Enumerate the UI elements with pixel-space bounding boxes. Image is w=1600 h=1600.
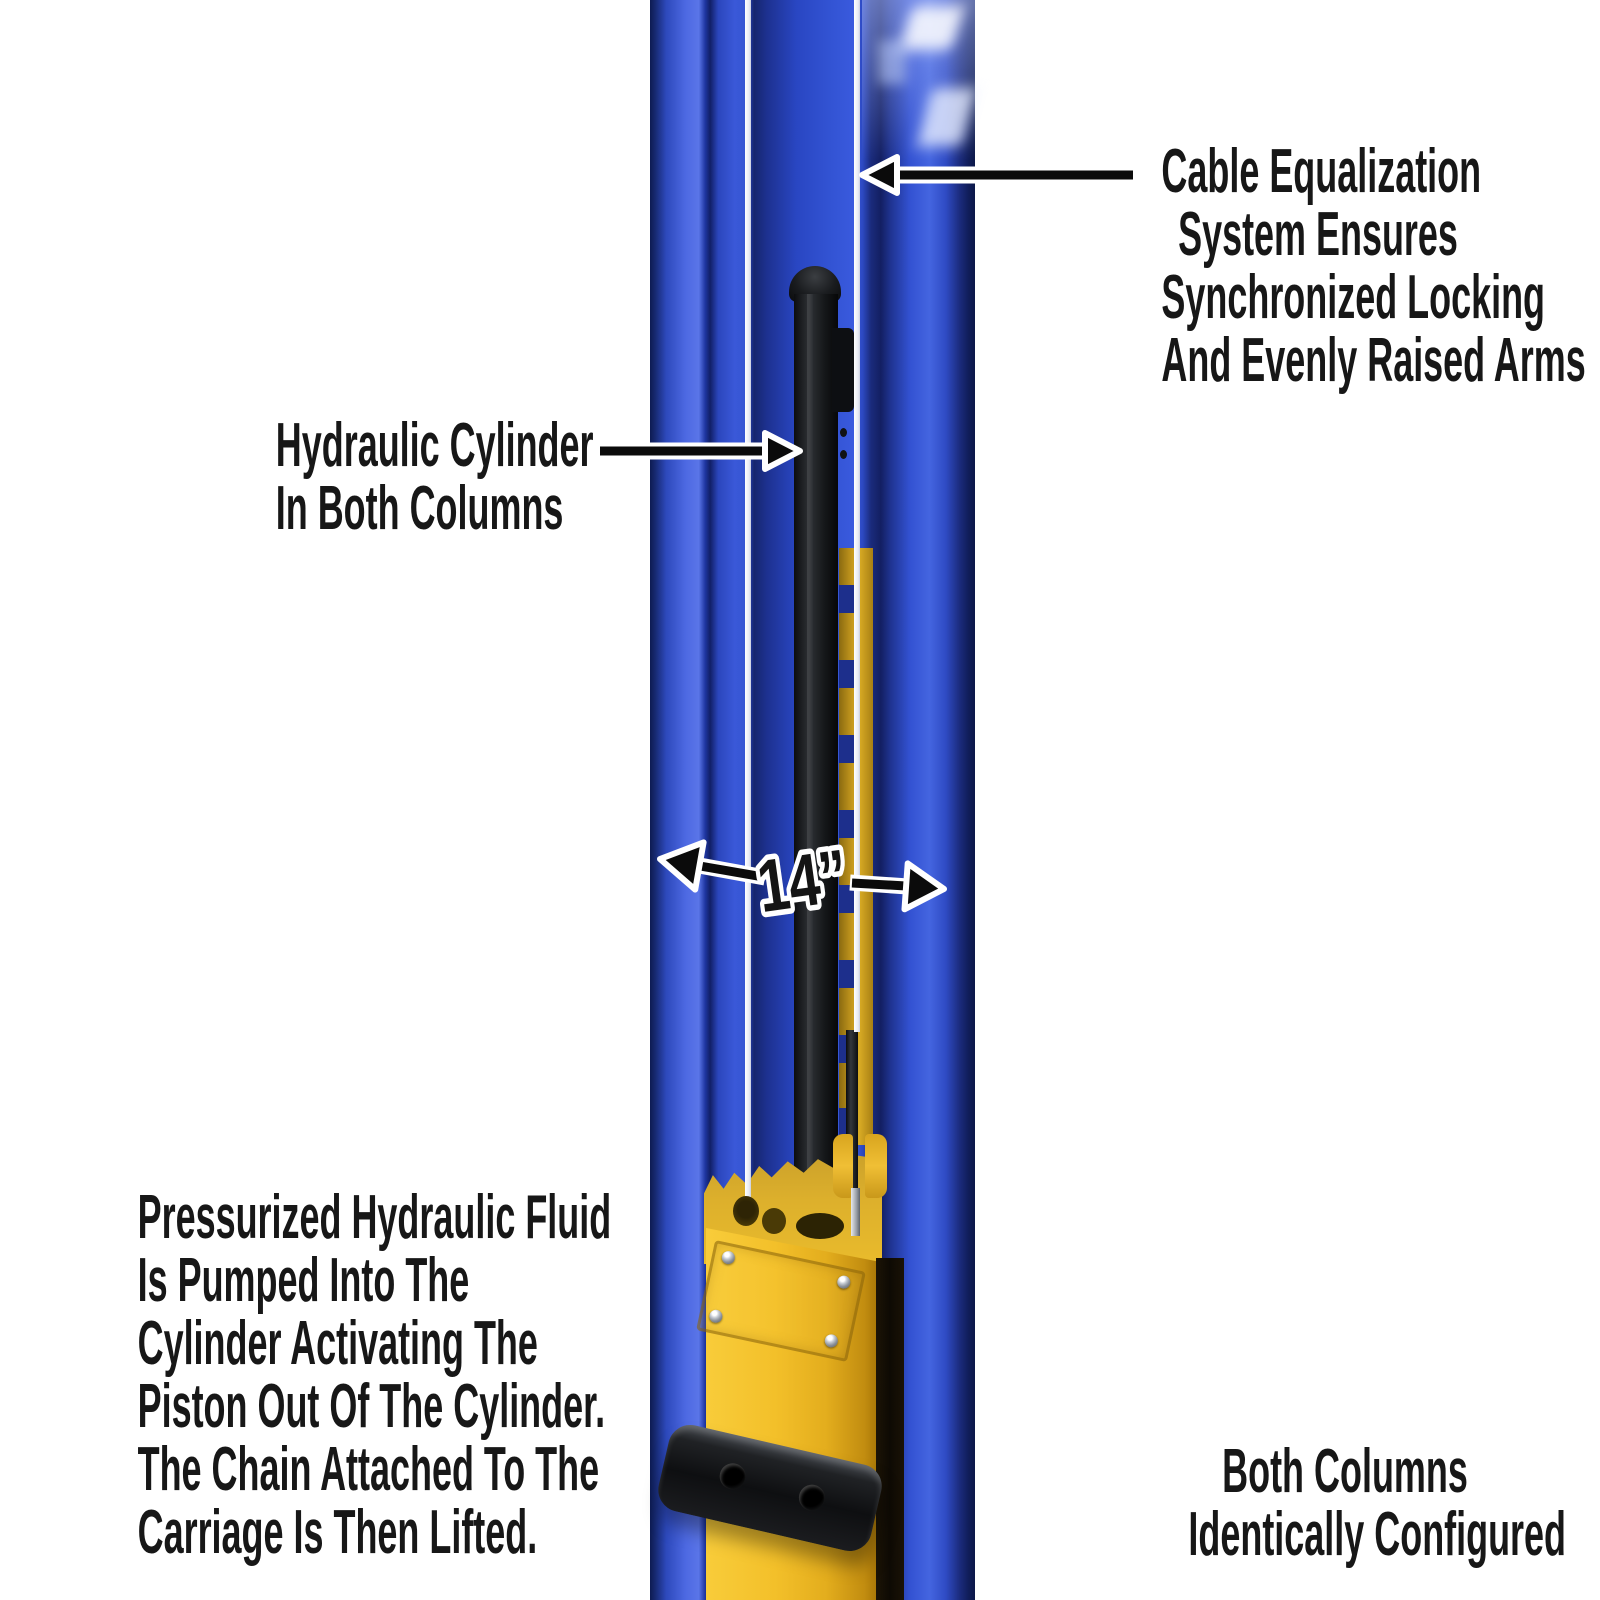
label-line: System Ensures xyxy=(1178,200,1458,269)
screw xyxy=(836,1274,852,1290)
carriage-hole xyxy=(762,1208,786,1234)
column-reflection-streak xyxy=(878,40,906,84)
label-line: Is Pumped Into The xyxy=(137,1246,470,1315)
label-line: Hydraulic Cylinder xyxy=(275,411,594,480)
lock-notch xyxy=(839,660,858,688)
cylinder-bolt xyxy=(840,450,847,459)
pad-hole xyxy=(717,1460,749,1492)
equalization-cable-left xyxy=(745,0,751,1205)
carriage-cable-hole xyxy=(733,1196,759,1226)
both-columns-label: Both Columns Identically Configured xyxy=(1188,1437,1567,1569)
chain-guide-prong xyxy=(833,1134,853,1198)
carriage-opening xyxy=(796,1213,844,1239)
hydraulic-cylinder xyxy=(794,294,838,1212)
hydraulic-process-label: Pressurized Hydraulic Fluid Is Pumped In… xyxy=(137,1183,612,1567)
label-line: In Both Columns xyxy=(275,474,564,543)
cylinder-bolt xyxy=(840,428,847,437)
hydraulic-cylinder-label: Hydraulic Cylinder In Both Columns xyxy=(275,411,594,543)
equalization-cable-right xyxy=(854,0,860,1032)
lock-notch xyxy=(839,735,858,763)
carriage-side-shadow xyxy=(876,1258,904,1600)
screw xyxy=(720,1249,737,1266)
label-line: Carriage Is Then Lifted. xyxy=(137,1498,538,1567)
chain-guide xyxy=(833,1134,887,1198)
cylinder-bracket xyxy=(832,328,854,412)
screw xyxy=(823,1333,840,1349)
label-line: Cylinder Activating The xyxy=(137,1309,538,1378)
lock-notch xyxy=(839,810,858,838)
label-line: Piston Out Of The Cylinder. xyxy=(137,1372,606,1441)
label-line: Synchronized Locking xyxy=(1161,263,1546,332)
screw xyxy=(708,1308,724,1325)
label-line: Pressurized Hydraulic Fluid xyxy=(137,1183,612,1252)
label-line: Cable Equalization xyxy=(1161,137,1482,206)
lock-notch xyxy=(839,960,858,988)
label-line: Identically Configured xyxy=(1188,1500,1567,1569)
chain-guide-prong xyxy=(865,1134,887,1198)
chain-guide-pin xyxy=(851,1188,860,1236)
label-line: Both Columns xyxy=(1222,1437,1468,1506)
cable-equalization-label: Cable Equalization System Ensures Synchr… xyxy=(1161,137,1586,395)
lock-notch xyxy=(839,585,858,613)
label-line: And Evenly Raised Arms xyxy=(1161,326,1586,395)
label-line: The Chain Attached To The xyxy=(137,1435,600,1504)
pad-hole xyxy=(796,1482,828,1514)
